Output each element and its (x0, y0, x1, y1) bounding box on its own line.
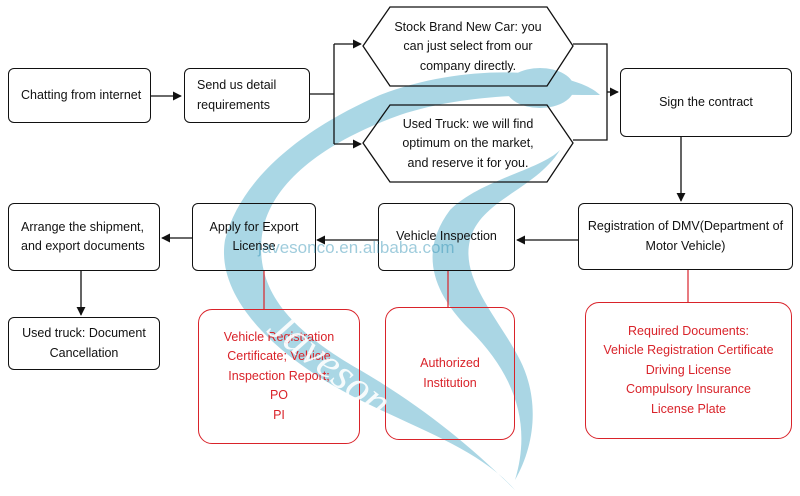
stock-hexagon (362, 6, 574, 87)
stock-label: Stock Brand New Car: you can just select… (394, 19, 542, 73)
export-documents-note: Vehicle Registration Certificate; Vehicl… (198, 309, 360, 444)
watermark-swoosh (223, 68, 600, 490)
export-docs-text: Vehicle Registration Certificate; Vehicl… (223, 330, 335, 422)
sign-contract-box: Sign the contract (620, 68, 792, 137)
chatting-label: Chatting from internet (21, 87, 142, 102)
authorized-institution-note: Authorized Institution (385, 307, 515, 440)
dmv-registration-box: Registration of DMV(Department of Motor … (578, 203, 793, 270)
send-label: Send us detail requirements (197, 78, 277, 112)
send-requirements-box: Send us detail requirements (184, 68, 310, 123)
stock-label-area: Stock Brand New Car: you can just select… (375, 10, 561, 84)
cancellation-label: Used truck: Document Cancellation (22, 326, 146, 360)
inspection-label: Vehicle Inspection (396, 229, 497, 244)
connector-used-merge (573, 92, 608, 141)
export-license-box: Apply for Export License (192, 203, 316, 271)
used-label: Used Truck: we will find optimum on the … (402, 116, 534, 170)
authorized-text: Authorized Institution (420, 356, 480, 390)
vehicle-inspection-box: Vehicle Inspection (378, 203, 515, 271)
chatting-box: Chatting from internet (8, 68, 151, 123)
arrange-label: Arrange the shipment, and export documen… (21, 219, 145, 253)
document-cancellation-box: Used truck: Document Cancellation (8, 317, 160, 370)
arrange-shipment-box: Arrange the shipment, and export documen… (8, 203, 160, 271)
used-hexagon (362, 104, 574, 183)
export-license-label: Apply for Export License (209, 219, 299, 253)
required-documents-note: Required Documents: Vehicle Registration… (585, 302, 792, 439)
required-docs-text: Required Documents: Vehicle Registration… (603, 324, 774, 416)
watermark-url: javesonco.en.alibaba.com (258, 238, 455, 257)
connector-stock-merge (573, 43, 608, 92)
sign-label: Sign the contract (659, 94, 753, 109)
dmv-label: Registration of DMV(Department of Motor … (587, 219, 784, 253)
used-label-area: Used Truck: we will find optimum on the … (375, 108, 561, 180)
